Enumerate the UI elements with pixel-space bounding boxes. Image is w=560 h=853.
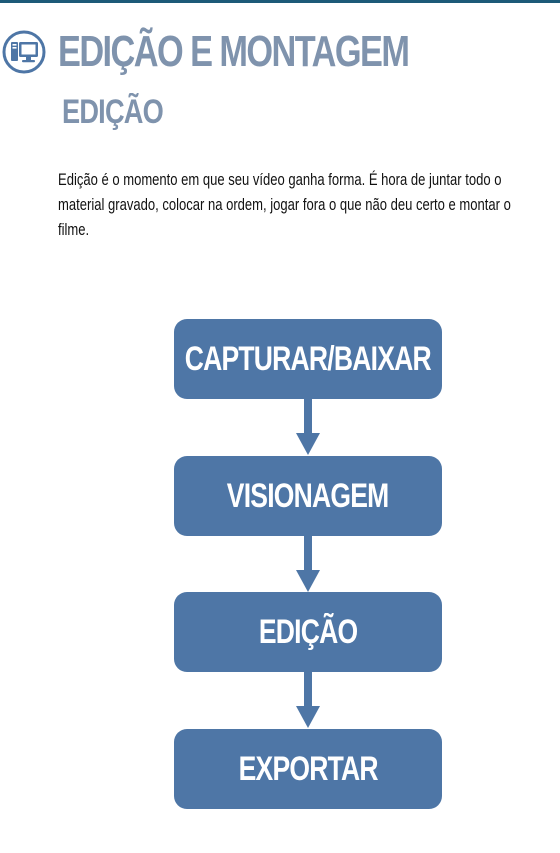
flow-step-label: VISIONAGEM [227,476,389,515]
down-arrow-icon [296,399,320,455]
section-title: EDIÇÃO [62,93,164,131]
down-arrow-icon [296,536,320,592]
down-arrow-icon [296,672,320,728]
page-title: EDIÇÃO E MONTAGEM [58,27,410,76]
flow-step-exportar: EXPORTAR [174,729,442,809]
flow-step-label: EXPORTAR [238,749,378,788]
flow-step-edicao: EDIÇÃO [174,592,442,672]
intro-paragraph: Edição é o momento em que seu vídeo ganh… [58,171,511,239]
flow-step-label: EDIÇÃO [258,612,358,651]
flow-step-label: CAPTURAR/BAIXAR [184,339,432,378]
top-rule [0,0,560,3]
flow-step-visionagem: VISIONAGEM [174,456,442,536]
flow-step-capturar: CAPTURAR/BAIXAR [174,319,442,399]
computer-icon [2,30,46,74]
